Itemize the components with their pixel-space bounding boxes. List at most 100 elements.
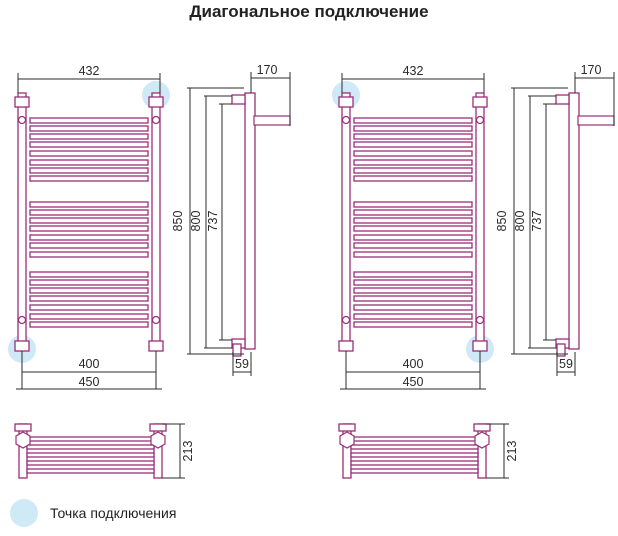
heating-bar-10 [29, 209, 149, 216]
topview-nut-r [150, 431, 166, 449]
heating-bar-3 [353, 133, 473, 140]
mount-point-br [475, 315, 485, 325]
heating-bar-9 [29, 201, 149, 208]
heating-bar-22 [353, 321, 473, 328]
top-connector-tl [14, 96, 30, 108]
dim-top-view-height: 213 [505, 441, 519, 462]
topview-bar-4 [350, 460, 479, 466]
side-valve [556, 343, 566, 357]
heating-bar-21 [29, 313, 149, 320]
heating-bar-2 [353, 125, 473, 132]
connection-point-icon [10, 499, 38, 527]
heating-bar-11 [353, 217, 473, 224]
heating-bar-14 [353, 242, 473, 249]
dim-side-offset: 59 [235, 357, 249, 371]
side-valve [232, 343, 242, 357]
dim-h-inner: 737 [206, 211, 220, 232]
topview-cap-r [149, 423, 167, 432]
topview-cap-r [473, 423, 491, 432]
left-collector [341, 92, 351, 346]
heating-bar-12 [29, 225, 149, 232]
heating-bar-15 [29, 251, 149, 258]
heating-bar-6 [353, 159, 473, 166]
heating-bar-5 [29, 150, 149, 157]
top-connector-tr [148, 96, 164, 108]
mount-point-br [151, 315, 161, 325]
mount-point-tl [17, 115, 27, 125]
bottom-connector-r [472, 340, 488, 352]
side-collector [568, 92, 580, 350]
heating-bar-21 [353, 313, 473, 320]
dim-top-view-height: 213 [181, 441, 195, 462]
heating-bar-10 [353, 209, 473, 216]
heating-bar-18 [29, 287, 149, 294]
topview-cap-l [338, 423, 356, 432]
heating-bar-9 [353, 201, 473, 208]
heating-bar-19 [29, 295, 149, 302]
mount-point-bl [17, 315, 27, 325]
mount-point-tl [341, 115, 351, 125]
topview-bar-5 [350, 468, 479, 474]
side-top-connector [555, 94, 570, 105]
top-connector-tl [338, 96, 354, 108]
side-bracket [577, 115, 615, 126]
dim-top-width: 432 [403, 64, 424, 78]
dim-bottom-outer: 450 [79, 375, 100, 389]
dim-h-mid: 800 [189, 211, 203, 232]
heating-bar-20 [29, 304, 149, 311]
dim-h-total: 850 [495, 211, 509, 232]
heating-bar-17 [353, 279, 473, 286]
topview-bar-1 [350, 436, 479, 442]
topview-bar-5 [26, 468, 155, 474]
heating-bar-3 [29, 133, 149, 140]
topview-cap-l [14, 423, 32, 432]
heating-bar-4 [29, 141, 149, 148]
heating-bar-2 [29, 125, 149, 132]
dim-h-mid: 800 [513, 211, 527, 232]
heating-bar-11 [29, 217, 149, 224]
dim-bottom-inner: 400 [403, 357, 424, 371]
heating-bar-7 [29, 167, 149, 174]
topview-nut-r [474, 431, 490, 449]
top-connector-tr [472, 96, 488, 108]
topview-bar-2 [350, 444, 479, 450]
left-collector [17, 92, 27, 346]
side-bracket [253, 115, 291, 126]
topview-bar-4 [26, 460, 155, 466]
heating-bar-22 [29, 321, 149, 328]
topview-bar-2 [26, 444, 155, 450]
heating-bar-4 [353, 141, 473, 148]
right-collector [475, 92, 485, 346]
dim-bottom-inner: 400 [79, 357, 100, 371]
dim-top-width: 432 [79, 64, 100, 78]
dim-bottom-outer: 450 [403, 375, 424, 389]
heating-bar-13 [29, 234, 149, 241]
legend: Точка подключения [10, 499, 176, 527]
heating-bar-13 [353, 234, 473, 241]
heating-bar-1 [353, 117, 473, 124]
page-title: Диагональное подключение [189, 2, 429, 21]
dim-depth: 170 [581, 63, 602, 77]
topview-bar-3 [26, 452, 155, 458]
mount-point-bl [341, 315, 351, 325]
heating-bar-8 [29, 175, 149, 182]
heating-bar-8 [353, 175, 473, 182]
heating-bar-7 [353, 167, 473, 174]
bottom-connector-r [148, 340, 164, 352]
mount-point-tr [151, 115, 161, 125]
topview-nut-l [339, 431, 355, 449]
heating-bar-16 [353, 271, 473, 278]
right-collector [151, 92, 161, 346]
dim-side-offset: 59 [559, 357, 573, 371]
bottom-connector-l [14, 340, 30, 352]
heating-bar-14 [29, 242, 149, 249]
dim-h-inner: 737 [530, 211, 544, 232]
side-collector [244, 92, 256, 350]
side-top-connector [231, 94, 246, 105]
heating-bar-16 [29, 271, 149, 278]
heating-bar-19 [353, 295, 473, 302]
mount-point-tr [475, 115, 485, 125]
